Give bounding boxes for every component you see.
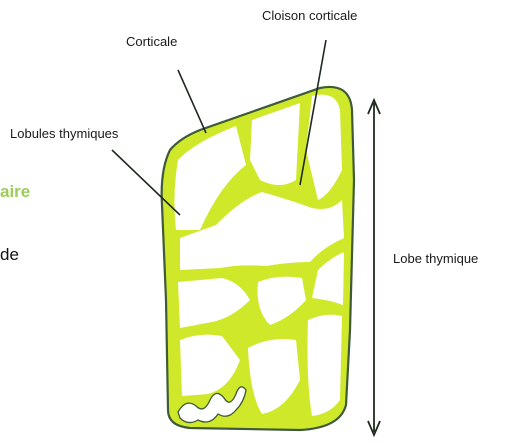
leader-line-corticale xyxy=(178,70,206,133)
label-lobe-thymique: Lobe thymique xyxy=(393,251,478,266)
label-corticale: Corticale xyxy=(126,34,177,49)
label-cloison-corticale: Cloison corticale xyxy=(262,8,357,23)
label-lobules-thymiques: Lobules thymiques xyxy=(10,126,118,141)
lobe-height-arrow xyxy=(368,100,380,435)
